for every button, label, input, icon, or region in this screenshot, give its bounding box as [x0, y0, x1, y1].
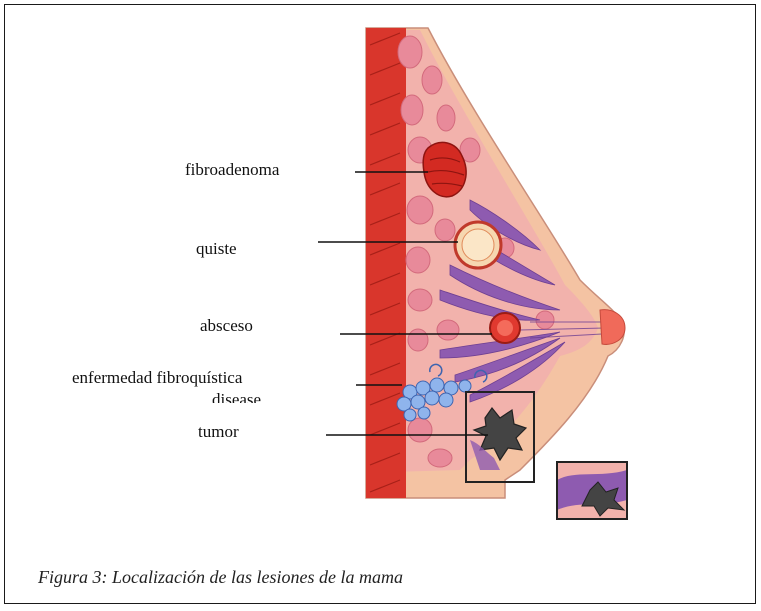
- label-tumor: tumor: [198, 423, 239, 440]
- label-quiste: quiste: [196, 240, 237, 257]
- magnified-inset: [557, 462, 627, 519]
- label-enfermedad-fibroquistica: enfermedad fibroquística: [72, 369, 242, 386]
- label-fibroadenoma: fibroadenoma: [185, 161, 279, 178]
- residual-clipped-text: disease: [212, 391, 261, 403]
- label-absceso: absceso: [200, 317, 253, 334]
- quiste-lesion: [455, 222, 501, 268]
- figure-caption: Figura 3: Localización de las lesiones d…: [38, 567, 403, 588]
- absceso-lesion: [490, 313, 520, 343]
